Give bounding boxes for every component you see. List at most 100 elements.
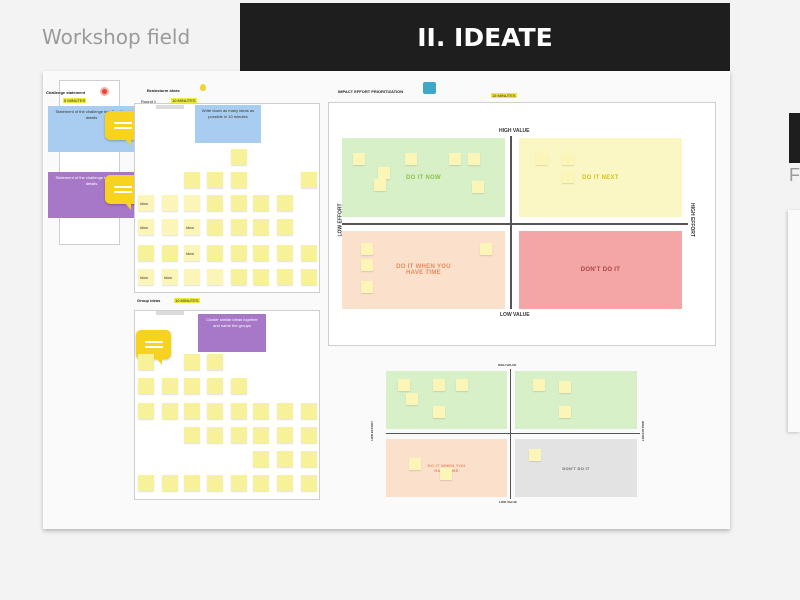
sticky-note[interactable] [253, 451, 269, 467]
sticky-note[interactable] [207, 245, 223, 261]
sticky-note[interactable] [277, 245, 293, 261]
sticky-note[interactable] [253, 245, 269, 261]
sticky-note[interactable] [162, 403, 178, 419]
sticky-note[interactable] [361, 243, 373, 255]
sticky-note[interactable] [162, 195, 178, 211]
challenge-frame[interactable] [59, 80, 120, 245]
sticky-note[interactable] [277, 219, 293, 235]
sticky-note[interactable] [529, 449, 541, 461]
sticky-note[interactable] [253, 219, 269, 235]
sticky-note[interactable] [562, 171, 574, 183]
sticky-note[interactable] [231, 219, 247, 235]
sticky-note[interactable] [184, 427, 200, 443]
sticky-note[interactable] [138, 403, 154, 419]
sticky-note[interactable] [433, 406, 445, 418]
sticky-note[interactable] [207, 172, 223, 188]
sticky-note[interactable]: Idea [184, 245, 200, 261]
sticky-note[interactable]: Idea [138, 219, 154, 235]
sticky-note[interactable] [301, 245, 317, 261]
next-board[interactable] [788, 210, 800, 432]
sticky-note[interactable] [207, 475, 223, 491]
sticky-note[interactable] [253, 475, 269, 491]
sticky-note[interactable] [231, 427, 247, 443]
sticky-note[interactable] [207, 378, 223, 394]
sticky-note[interactable] [138, 378, 154, 394]
sticky-note[interactable] [231, 195, 247, 211]
sticky-note[interactable] [559, 406, 571, 418]
sticky-note[interactable] [277, 475, 293, 491]
sticky-note[interactable] [533, 379, 545, 391]
sticky-note[interactable] [184, 269, 200, 285]
sticky-note[interactable] [207, 354, 223, 370]
sticky-note[interactable]: Idea [184, 219, 200, 235]
sticky-note[interactable] [253, 427, 269, 443]
sticky-note[interactable] [277, 269, 293, 285]
sticky-note[interactable] [398, 379, 410, 391]
sticky-note[interactable] [378, 167, 390, 179]
sticky-note[interactable] [433, 379, 445, 391]
sticky-note[interactable] [162, 475, 178, 491]
sticky-note[interactable] [207, 195, 223, 211]
sticky-note[interactable] [301, 172, 317, 188]
sticky-note[interactable] [277, 195, 293, 211]
quadrant-dont-do-it[interactable]: DON'T DO IT [519, 231, 682, 309]
sticky-note[interactable] [207, 269, 223, 285]
sticky-note[interactable] [231, 149, 247, 165]
sticky-note[interactable] [301, 269, 317, 285]
sticky-note[interactable] [472, 181, 484, 193]
mini-quadrant-4[interactable]: DON'T DO IT [515, 439, 637, 497]
sticky-note[interactable] [301, 451, 317, 467]
sticky-note[interactable] [277, 427, 293, 443]
sticky-note[interactable] [374, 179, 386, 191]
sticky-note[interactable] [301, 403, 317, 419]
sticky-note[interactable] [301, 475, 317, 491]
sticky-note[interactable] [456, 379, 468, 391]
sticky-note[interactable] [162, 245, 178, 261]
sticky-note[interactable] [440, 468, 452, 480]
sticky-note[interactable] [184, 403, 200, 419]
sticky-note[interactable] [184, 354, 200, 370]
sticky-note[interactable] [231, 245, 247, 261]
sticky-note[interactable] [449, 153, 461, 165]
quadrant-do-it-next[interactable]: DO IT NEXT [519, 138, 682, 217]
sticky-note[interactable] [231, 475, 247, 491]
sticky-note[interactable] [353, 153, 365, 165]
sticky-note[interactable] [253, 403, 269, 419]
sticky-note[interactable] [277, 451, 293, 467]
workshop-board[interactable]: Challenge statement 5 MINUTES Statement … [43, 71, 730, 529]
sticky-note[interactable] [207, 403, 223, 419]
sticky-note[interactable] [253, 195, 269, 211]
sticky-note[interactable]: Idea [138, 195, 154, 211]
sticky-note[interactable] [559, 381, 571, 393]
sticky-note[interactable] [207, 219, 223, 235]
sticky-note[interactable] [277, 403, 293, 419]
sticky-note[interactable] [231, 378, 247, 394]
sticky-note[interactable]: Idea [162, 269, 178, 285]
sticky-note[interactable] [301, 427, 317, 443]
sticky-note[interactable] [138, 475, 154, 491]
sticky-note[interactable] [405, 153, 417, 165]
quadrant-do-it-now[interactable]: DO IT NOW [342, 138, 505, 217]
sticky-note[interactable] [231, 403, 247, 419]
sticky-note[interactable] [207, 427, 223, 443]
sticky-note[interactable] [253, 269, 269, 285]
sticky-note[interactable] [162, 219, 178, 235]
sticky-note[interactable] [468, 153, 480, 165]
sticky-note[interactable] [406, 393, 418, 405]
sticky-note[interactable] [409, 458, 421, 470]
sticky-note[interactable] [361, 259, 373, 271]
sticky-note[interactable]: Idea [138, 269, 154, 285]
sticky-note[interactable] [138, 354, 154, 370]
sticky-note[interactable] [231, 269, 247, 285]
sticky-note[interactable] [480, 243, 492, 255]
sticky-note[interactable] [184, 195, 200, 211]
sticky-note[interactable] [536, 153, 548, 165]
sticky-note[interactable] [231, 172, 247, 188]
sticky-note[interactable] [184, 475, 200, 491]
sticky-note[interactable] [138, 245, 154, 261]
sticky-note[interactable] [184, 172, 200, 188]
sticky-note[interactable] [361, 281, 373, 293]
sticky-note[interactable] [184, 378, 200, 394]
sticky-note[interactable] [562, 153, 574, 165]
sticky-note[interactable] [162, 378, 178, 394]
